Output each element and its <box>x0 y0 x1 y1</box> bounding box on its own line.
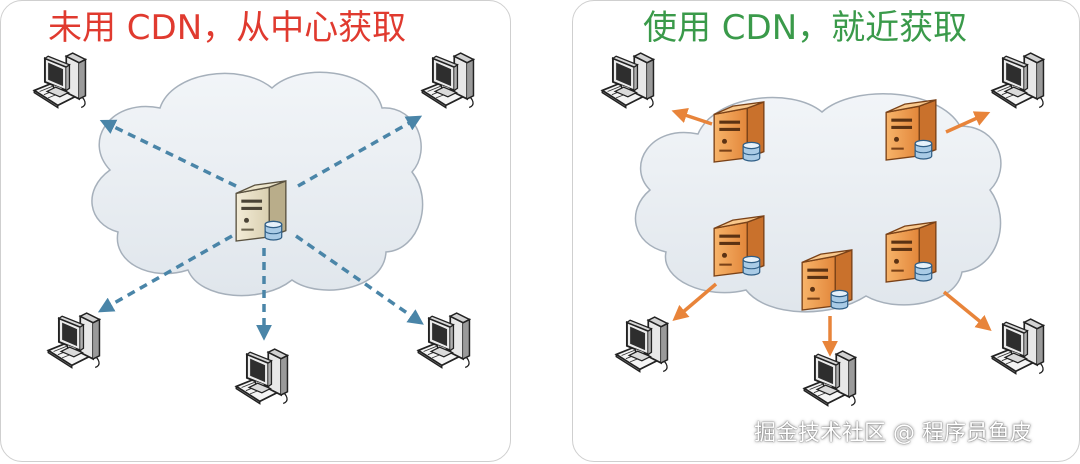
client-bottom-icon <box>803 350 857 407</box>
central-server-icon <box>235 180 287 242</box>
client-bottom-right-icon <box>991 318 1045 375</box>
right-arrows <box>671 108 992 357</box>
edge-arrow-bottom-right <box>942 290 992 331</box>
edge-server-icon <box>801 249 853 311</box>
client-bottom-left-icon <box>47 312 101 369</box>
arrow-to-top-left-client <box>99 119 237 188</box>
edge-server-icon <box>885 99 937 161</box>
client-top-right-icon <box>421 52 475 109</box>
right-title: 使用 CDN，就近获取 <box>643 8 968 48</box>
edge-arrow-bottom-left <box>672 282 718 322</box>
arrow-to-top-right-client <box>297 115 423 188</box>
watermark: 掘金技术社区 @ 程序员鱼皮 <box>754 421 1032 446</box>
client-bottom-icon <box>235 348 289 405</box>
client-top-right-icon <box>991 52 1045 109</box>
client-top-left-icon <box>33 52 87 109</box>
client-bottom-right-icon <box>417 312 471 369</box>
edge-server-icon <box>713 215 765 277</box>
cloud-icon <box>91 71 424 297</box>
client-bottom-left-icon <box>615 316 669 373</box>
client-top-left-icon <box>601 52 655 109</box>
edge-server-icon <box>713 101 765 163</box>
edge-arrow-top-right <box>945 111 991 134</box>
left-arrows <box>97 115 424 341</box>
edge-arrow-top-left <box>671 108 713 126</box>
arrow-to-bottom-left-client <box>97 234 233 313</box>
arrow-to-bottom-right-client <box>295 234 424 325</box>
left-title: 未用 CDN，从中心获取 <box>48 8 407 48</box>
edge-server-icon <box>885 221 937 283</box>
